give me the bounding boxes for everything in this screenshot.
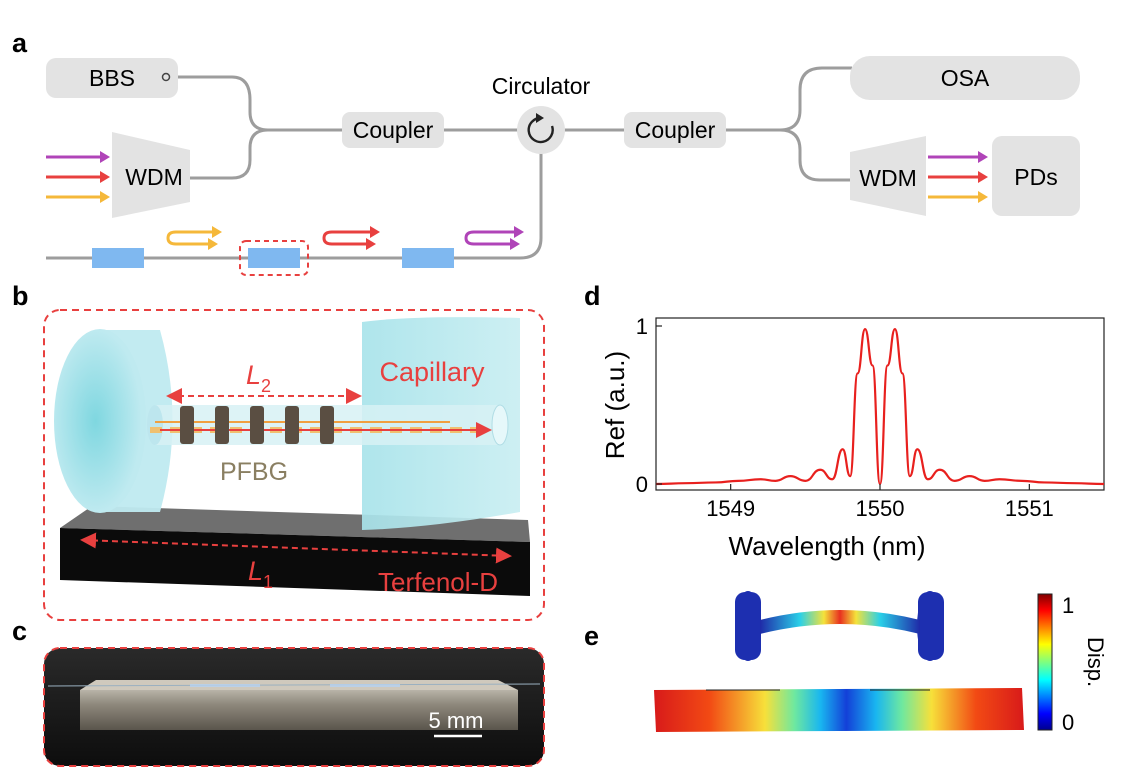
- chart-x-axis-label: Wavelength (nm): [729, 531, 926, 561]
- chart-x-tick-label: 1550: [856, 496, 905, 521]
- colorbar: [1037, 593, 1053, 731]
- chart-plot-frame: [655, 317, 1105, 491]
- chart-y-axis-label: Ref (a.u.): [600, 351, 630, 459]
- terfenol-d-label: Terfenol-D: [378, 567, 498, 597]
- circulator-body: [517, 106, 565, 154]
- reflection-arrow-red: [322, 230, 372, 246]
- fbg-block-3: [402, 248, 454, 268]
- bbs-label: BBS: [89, 65, 135, 91]
- pfbg-label: PFBG: [220, 458, 288, 486]
- coupler-left-label: Coupler: [353, 117, 434, 143]
- circulator-rotate-icon: [527, 113, 554, 144]
- colorbar-min-label: 0: [1062, 710, 1074, 735]
- scale-bar-label: 5 mm: [429, 708, 484, 733]
- coupler-right-label: Coupler: [635, 117, 716, 143]
- bbs-box: [46, 58, 178, 98]
- reflectance-chart: 1549 1550 1551 0 1: [636, 314, 1105, 521]
- output-wavelength-arrows: [928, 151, 988, 203]
- left-disc: [54, 329, 173, 513]
- panel-c-frame: [43, 647, 545, 767]
- wdm-out-block: [850, 136, 926, 216]
- l1-label: L1: [248, 556, 273, 592]
- fbg-block-1: [92, 248, 144, 268]
- fiber-network: [46, 66, 852, 260]
- colorbar-max-label: 1: [1062, 593, 1074, 618]
- terfenol-rod-photo: [47, 680, 541, 730]
- circulator-label: Circulator: [492, 73, 591, 99]
- wdm-in-block: [112, 132, 190, 218]
- pds-label: PDs: [1014, 164, 1057, 190]
- osa-label: OSA: [941, 65, 990, 91]
- chart-x-tick-label: 1551: [1005, 496, 1054, 521]
- chart-y-tick-label: 0: [636, 472, 648, 497]
- panel-label-b: b: [12, 281, 29, 311]
- fbg-highlight-box: [239, 240, 309, 276]
- wdm-out-label: WDM: [859, 165, 916, 191]
- osa-box: [850, 56, 1080, 100]
- bbs-port-icon: [161, 72, 171, 82]
- coupler-right-box: [624, 112, 726, 148]
- panel-label-e: e: [584, 621, 599, 651]
- chart-y-tick-label: 1: [636, 314, 648, 339]
- panel-label-c: c: [12, 616, 27, 646]
- reflection-arrow-yellow: [166, 230, 214, 246]
- l2-label: L2: [246, 360, 271, 396]
- reflection-arrow-purple: [464, 230, 516, 246]
- panel-label-d: d: [584, 281, 601, 311]
- colorbar-title: Disp.: [1083, 637, 1108, 687]
- capillary-label: Capillary: [379, 357, 485, 387]
- pfbg-gratings: [180, 406, 334, 444]
- chart-x-tick-label: 1549: [706, 496, 755, 521]
- input-wavelength-arrows: [46, 151, 110, 203]
- chart-series-line-0: [655, 328, 1105, 486]
- pds-box: [992, 136, 1080, 216]
- wdm-in-label: WDM: [125, 164, 182, 190]
- coupler-left-box: [342, 112, 444, 148]
- panel-label-a: a: [12, 28, 28, 58]
- panel-b-frame: [43, 309, 545, 621]
- fem-bar-model: [654, 688, 1024, 732]
- fbg-block-2: [248, 248, 300, 268]
- l1-dimension-arrow: [80, 532, 512, 564]
- fem-dumbbell-model: [735, 591, 944, 661]
